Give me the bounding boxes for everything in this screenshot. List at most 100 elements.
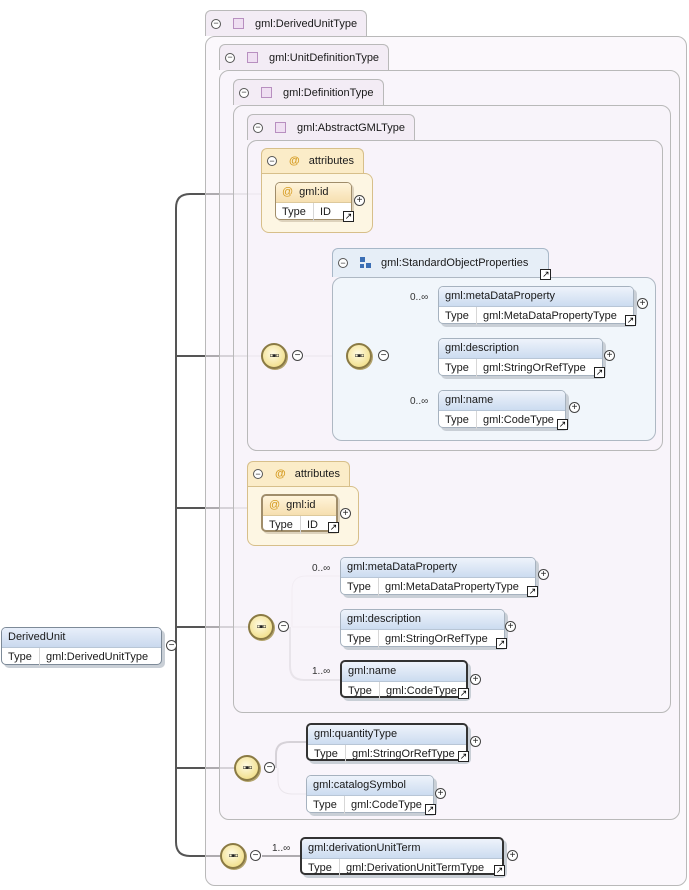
- type-value: gml:MetaDataPropertyType: [385, 581, 519, 593]
- collapse-icon[interactable]: −: [253, 122, 263, 133]
- attributes-label: attributes: [294, 468, 340, 480]
- link-icon[interactable]: ↗: [458, 751, 469, 762]
- link-icon[interactable]: ↗: [540, 269, 552, 280]
- complex-type-icon: [247, 52, 258, 63]
- link-icon[interactable]: ↗: [343, 211, 354, 222]
- collapse-icon[interactable]: −: [292, 350, 303, 361]
- expand-icon[interactable]: +: [569, 402, 580, 413]
- type-key: Type: [276, 203, 314, 221]
- abstract-gml-type-tab[interactable]: − gml:AbstractGMLType: [247, 114, 415, 140]
- unit-definition-type-label: gml:UnitDefinitionType: [269, 51, 380, 64]
- type-value: ID: [320, 206, 331, 218]
- type-value: ID: [307, 519, 318, 531]
- unit-definition-sequence-compositor[interactable]: ▫▪▫: [234, 755, 260, 781]
- abstract-gml-type-label: gml:AbstractGMLType: [297, 121, 405, 134]
- definition-sequence-compositor[interactable]: ▫▪▫: [248, 614, 274, 640]
- collapse-icon[interactable]: −: [239, 87, 249, 98]
- type-value: gml:StringOrRefType: [483, 362, 586, 374]
- expand-icon[interactable]: +: [604, 350, 615, 361]
- derived-unit-root-element[interactable]: DerivedUnit Type gml:DerivedUnitType: [1, 627, 162, 666]
- collapse-icon[interactable]: −: [250, 850, 261, 861]
- element-name: gml:name: [342, 662, 466, 682]
- element-name: gml:description: [439, 339, 602, 359]
- attribute-icon: @: [282, 186, 294, 198]
- expand-icon[interactable]: +: [435, 788, 446, 799]
- type-key: Type: [342, 682, 380, 700]
- collapse-icon[interactable]: −: [264, 762, 275, 773]
- link-icon[interactable]: ↗: [425, 804, 436, 815]
- occurrence-label: 1..∞: [272, 843, 291, 854]
- type-value: gml:DerivationUnitTermType: [346, 862, 485, 874]
- collapse-icon[interactable]: −: [166, 640, 177, 651]
- occurrence-label: 0..∞: [312, 563, 331, 574]
- collapse-icon[interactable]: −: [338, 258, 348, 268]
- element-name: DerivedUnit: [2, 628, 161, 648]
- element-name: gml:name: [439, 391, 565, 411]
- group-sequence-compositor[interactable]: ▫▪▫: [346, 343, 372, 369]
- attributes-label: attributes: [308, 155, 354, 167]
- element-name: gml:metaDataProperty: [341, 558, 535, 578]
- abstract-attributes-tab[interactable]: − @ attributes: [261, 148, 364, 173]
- expand-icon[interactable]: +: [637, 298, 648, 309]
- link-icon[interactable]: ↗: [625, 315, 636, 326]
- collapse-icon[interactable]: −: [278, 621, 289, 632]
- link-icon[interactable]: ↗: [496, 638, 507, 649]
- standard-object-properties-tab[interactable]: − gml:StandardObjectProperties ↗: [332, 248, 552, 280]
- abstract-gml-id-attribute[interactable]: @ gml:id Type ID ↗: [275, 182, 354, 222]
- link-icon[interactable]: ↗: [328, 522, 339, 533]
- type-value: gml:CodeType: [386, 685, 457, 697]
- abstract-sequence-compositor[interactable]: ▫▪▫: [261, 343, 287, 369]
- expand-icon[interactable]: +: [354, 195, 365, 206]
- derivation-unit-term[interactable]: gml:derivationUnitTerm Type gml:Derivatio…: [300, 837, 505, 877]
- type-value: gml:MetaDataPropertyType: [483, 310, 617, 322]
- element-name: gml:catalogSymbol: [307, 776, 433, 796]
- unit-definition-type-tab[interactable]: − gml:UnitDefinitionType: [219, 44, 390, 70]
- element-name: gml:derivationUnitTerm: [302, 839, 502, 859]
- collapse-icon[interactable]: −: [267, 156, 277, 166]
- sequence-icon: ▫▪▫: [256, 621, 267, 633]
- expand-icon[interactable]: +: [505, 621, 516, 632]
- attribute-icon: @: [289, 155, 300, 167]
- element-name: gml:quantityType: [308, 725, 466, 745]
- expand-icon[interactable]: +: [538, 569, 549, 580]
- attribute-name: gml:id: [299, 186, 329, 198]
- sequence-icon: ▫▪▫: [269, 350, 280, 362]
- collapse-icon[interactable]: −: [253, 469, 263, 479]
- derived-sequence-compositor[interactable]: ▫▪▫: [220, 843, 246, 869]
- complex-type-icon: [233, 18, 244, 29]
- type-key: Type: [308, 745, 346, 763]
- attribute-name: gml:id: [286, 499, 316, 511]
- unit-quantity-type[interactable]: gml:quantityType Type gml:StringOrRefType…: [306, 723, 469, 763]
- occurrence-label: 0..∞: [410, 396, 429, 407]
- collapse-icon[interactable]: −: [225, 52, 235, 63]
- element-name: gml:description: [341, 610, 504, 630]
- collapse-icon[interactable]: −: [211, 18, 221, 29]
- link-icon[interactable]: ↗: [458, 688, 469, 699]
- type-key: Type: [2, 648, 40, 666]
- expand-icon[interactable]: +: [470, 736, 481, 747]
- definition-attributes-tab[interactable]: −@ attributes: [247, 461, 350, 486]
- definition-type-tab[interactable]: − gml:DefinitionType: [233, 79, 384, 105]
- link-icon[interactable]: ↗: [594, 367, 605, 378]
- collapse-icon[interactable]: −: [378, 350, 389, 361]
- derived-unit-type-tab[interactable]: − gml:DerivedUnitType: [205, 10, 368, 36]
- type-value: gml:DerivedUnitType: [46, 651, 149, 663]
- type-key: Type: [439, 359, 477, 377]
- expand-icon[interactable]: +: [507, 850, 518, 861]
- definition-name[interactable]: gml:name Type gml:CodeType ↗: [340, 660, 469, 700]
- occurrence-label: 0..∞: [410, 292, 429, 303]
- type-key: Type: [302, 859, 340, 877]
- link-icon[interactable]: ↗: [557, 419, 568, 430]
- link-icon[interactable]: ↗: [494, 865, 505, 876]
- link-icon[interactable]: ↗: [527, 586, 538, 597]
- expand-icon[interactable]: +: [340, 508, 351, 519]
- type-value: gml:StringOrRefType: [352, 748, 455, 760]
- expand-icon[interactable]: +: [470, 674, 481, 685]
